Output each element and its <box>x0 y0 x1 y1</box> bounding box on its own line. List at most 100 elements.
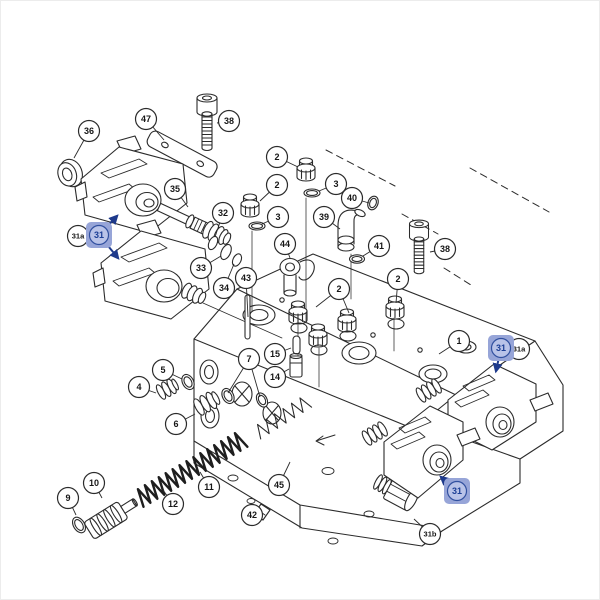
callout-label: 31 <box>452 486 462 496</box>
callout-circle <box>312 205 336 229</box>
callout-1[interactable]: 1 <box>438 329 471 355</box>
callout-label: 2 <box>395 274 400 284</box>
callout-circle <box>267 473 291 497</box>
callout-40[interactable]: 40 <box>340 186 370 210</box>
callout-circle <box>273 232 297 256</box>
callout-circle <box>263 342 287 366</box>
callout-label: 33 <box>196 263 206 273</box>
callout-circle <box>163 177 187 201</box>
callout-label: 43 <box>241 273 251 283</box>
callout-label: 41 <box>374 241 384 251</box>
callout-42[interactable]: 42 <box>240 503 264 527</box>
callout-38[interactable]: 38 <box>429 237 457 261</box>
callout-circle <box>151 358 175 382</box>
callout-label: 47 <box>141 114 151 124</box>
callout-label: 15 <box>270 349 280 359</box>
pin-and-poppet <box>244 294 303 378</box>
callout-label: 31b <box>424 529 437 538</box>
callout-label: 36 <box>84 126 94 136</box>
callout-label: 3 <box>333 179 338 189</box>
side-ports <box>199 359 282 429</box>
callout-label: 2 <box>274 152 279 162</box>
alignment-dashed-lines <box>325 149 550 286</box>
callout-circle <box>263 365 287 389</box>
line-art <box>57 93 564 547</box>
callout-7[interactable]: 7 <box>227 347 261 398</box>
callout-43[interactable]: 43 <box>234 266 258 318</box>
callout-31b[interactable]: 31b <box>413 518 442 546</box>
callout-6[interactable]: 6 <box>164 412 196 436</box>
callout-31[interactable]: 31 <box>488 335 514 374</box>
callout-41[interactable]: 41 <box>362 234 391 258</box>
callout-9[interactable]: 9 <box>56 486 80 516</box>
callout-44[interactable]: 44 <box>273 232 297 259</box>
callout-circle <box>197 475 221 499</box>
callout-34[interactable]: 34 <box>212 263 236 300</box>
solenoid-stem <box>156 202 243 267</box>
callout-10[interactable]: 10 <box>82 471 106 499</box>
callout-circle <box>56 486 80 510</box>
solenoid-valve-left-lower <box>92 219 210 320</box>
callout-14[interactable]: 14 <box>263 365 290 389</box>
callout-47[interactable]: 47 <box>134 107 165 141</box>
callout-label: 4 <box>136 382 141 392</box>
callout-circle <box>367 234 391 258</box>
callout-11[interactable]: 11 <box>197 471 221 499</box>
callout-45[interactable]: 45 <box>267 461 291 497</box>
callout-2[interactable]: 2 <box>259 173 289 202</box>
callout-label: 9 <box>65 493 70 503</box>
callout-15[interactable]: 15 <box>263 342 292 366</box>
callout-31a[interactable]: 31a <box>66 224 90 248</box>
callout-3[interactable]: 3 <box>318 172 348 196</box>
callout-label: 32 <box>218 208 228 218</box>
callout-label: 5 <box>160 365 165 375</box>
callout-circle <box>237 347 261 371</box>
callout-2[interactable]: 2 <box>386 267 410 304</box>
callout-38[interactable]: 38 <box>216 109 241 133</box>
callout-3[interactable]: 3 <box>261 205 290 229</box>
bracket-strap <box>146 130 218 178</box>
callout-4[interactable]: 4 <box>127 375 157 399</box>
grommet <box>57 158 83 188</box>
solenoid-adapters <box>361 378 442 446</box>
callout-circle <box>234 266 258 290</box>
callout-circle <box>88 224 110 246</box>
callout-label: 38 <box>224 116 234 126</box>
callout-label: 44 <box>280 239 290 249</box>
callout-circle <box>447 329 471 353</box>
callout-circle <box>265 145 289 169</box>
callout-circle <box>418 522 442 546</box>
callout-36[interactable]: 36 <box>73 119 101 159</box>
callout-circle <box>161 492 185 516</box>
callout-label: 14 <box>270 372 280 382</box>
relief-bushings <box>155 373 269 416</box>
elbow-fitting <box>337 208 366 252</box>
callout-2[interactable]: 2 <box>265 145 299 169</box>
callout-circle <box>240 503 264 527</box>
callout-circle <box>211 201 235 225</box>
callout-33[interactable]: 33 <box>189 255 222 280</box>
solenoid-valve-bottom-right-lower <box>383 405 481 499</box>
callout-circle <box>433 237 457 261</box>
callout-label: 31 <box>496 343 506 353</box>
callout-label: 6 <box>173 419 178 429</box>
callout-label: 31 <box>94 230 104 240</box>
callout-31[interactable]: 31 <box>439 475 470 504</box>
callout-label: 38 <box>440 244 450 254</box>
callout-32[interactable]: 32 <box>211 201 235 238</box>
callout-circle <box>265 173 289 197</box>
callout-circle <box>189 256 213 280</box>
callout-label: 7 <box>246 354 251 364</box>
callout-39[interactable]: 39 <box>312 205 341 230</box>
callout-label: 42 <box>247 510 257 520</box>
callout-5[interactable]: 5 <box>151 358 183 382</box>
callout-label: 12 <box>168 499 178 509</box>
callout-31[interactable]: 31 <box>86 214 120 260</box>
callout-35[interactable]: 35 <box>163 177 189 208</box>
callout-2[interactable]: 2 <box>315 277 351 314</box>
callout-12[interactable]: 12 <box>161 489 185 516</box>
callout-circle <box>490 337 512 359</box>
callout-label: 3 <box>275 212 280 222</box>
